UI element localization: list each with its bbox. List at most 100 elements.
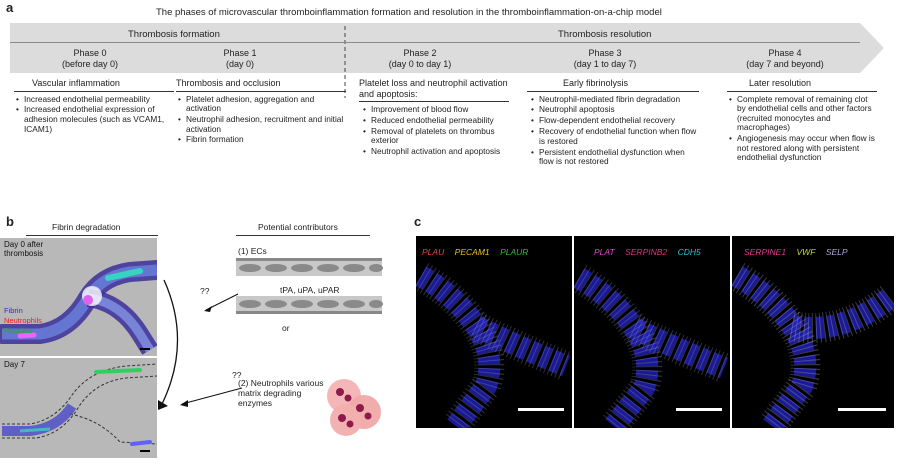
phase-time: (day 1 to day 7): [573, 59, 637, 69]
gene-label: PLAU: [422, 247, 445, 257]
phase-time: (day 0 to day 1): [388, 59, 452, 69]
microscopy-c3: SERPINE1 VWF SELP: [732, 236, 894, 428]
gene-label: PLAT: [594, 247, 615, 257]
enzymes-label: tPA, uPA, uPAR: [278, 285, 342, 295]
gene-label: VWF: [796, 247, 816, 257]
band-divider: [10, 42, 860, 43]
phase-items: Neutrophil-mediated fibrin degradation N…: [527, 94, 699, 167]
legend-fibrin: Fibrin: [4, 306, 23, 315]
list-item: Increased endothelial permeability: [16, 94, 174, 105]
phase-items: Improvement of blood flow Reduced endoth…: [359, 104, 509, 157]
phase-name: Phase 0: [73, 48, 107, 58]
gene-label: CDH5: [677, 247, 701, 257]
contrib-arrows: [180, 293, 243, 407]
question-mark-1: ??: [200, 286, 210, 296]
band-thrombosis-formation: Thrombosis formation: [128, 29, 220, 40]
vessel-day7-svg: [2, 363, 158, 452]
phase-3-header: Phase 3 (day 1 to day 7): [545, 48, 665, 70]
img-day7-title: Day 7: [4, 360, 25, 369]
phase-2-header: Phase 2 (day 0 to day 1): [360, 48, 480, 70]
phase-items: Increased endothelial permeability Incre…: [14, 94, 174, 135]
gene-label: SERPINE1: [744, 247, 787, 257]
phase-3-column: Early fibrinolysis Neutrophil-mediated f…: [527, 78, 699, 168]
phase-time: (day 7 and beyond): [746, 59, 824, 69]
gene-labels: PLAU PECAM1 PLAUR: [422, 242, 528, 260]
microscopy-c1: PLAU PECAM1 PLAUR: [416, 236, 572, 428]
phase-name: Phase 1: [223, 48, 257, 58]
vessel-pattern-2: [574, 264, 730, 428]
timeline-arrow: [10, 23, 884, 98]
phase-heading: Later resolution: [749, 78, 812, 88]
question-mark-2: ??: [232, 370, 242, 380]
phase-time: (before day 0): [61, 59, 119, 69]
list-item: Complete removal of remaining clot by en…: [729, 94, 877, 133]
band-thrombosis-resolution: Thrombosis resolution: [558, 29, 652, 40]
microscopy-c2: PLAT SERPINB2 CDH5: [574, 236, 730, 428]
rule: [176, 90, 346, 92]
phase-name: Phase 4: [768, 48, 802, 58]
gene-label: SELP: [825, 247, 848, 257]
vessel-pattern-1: [416, 262, 572, 428]
gene-labels: PLAT SERPINB2 CDH5: [594, 242, 701, 260]
rule: [26, 235, 158, 236]
phase-4-column: Later resolution Complete removal of rem…: [727, 78, 877, 164]
progression-arrow: [158, 279, 179, 410]
list-item: Improvement of blood flow: [363, 104, 509, 115]
gene-label: SERPINB2: [625, 247, 668, 257]
rule: [236, 235, 370, 236]
img-day0-title: Day 0 after thrombosis: [4, 240, 44, 258]
phase-items: Complete removal of remaining clot by en…: [727, 94, 877, 163]
phase-2-column: Platelet loss and neutrophil activation …: [359, 78, 509, 158]
panel-a-title: The phases of microvascular thromboinfla…: [156, 7, 662, 18]
phase-1-column: Thrombosis and occlusion Platelet adhesi…: [176, 78, 346, 146]
rule: [527, 90, 699, 92]
legend-neutrophils: Neutrophils: [4, 316, 42, 325]
or-label: or: [282, 323, 290, 333]
list-item: Persistent endothelial dysfunction when …: [531, 147, 699, 167]
contrib-ecs-label: (1) ECs: [238, 246, 267, 256]
panel-c-label: c: [414, 214, 422, 229]
phase-0-column: Vascular inflammation Increased endothel…: [14, 78, 174, 135]
list-item: Reduced endothelial permeability: [363, 115, 509, 126]
list-item: Removal of platelets on thrombus exterio…: [363, 126, 509, 146]
phase-0-header: Phase 0 (before day 0): [30, 48, 150, 70]
list-item: Recovery of endothelial function when fl…: [531, 126, 699, 146]
phase-1-header: Phase 1 (day 0): [180, 48, 300, 70]
phase-4-header: Phase 4 (day 7 and beyond): [715, 48, 855, 70]
panel-a-label: a: [6, 0, 14, 15]
legend-platelets: Platelets: [4, 326, 33, 335]
phase-heading: Platelet loss and neutrophil activation …: [359, 78, 508, 99]
gene-label: PECAM1: [454, 247, 490, 257]
list-item: Increased endothelial expression of adhe…: [16, 105, 174, 134]
phase-name: Phase 3: [588, 48, 622, 58]
rule: [727, 90, 877, 92]
rule: [14, 90, 174, 92]
potential-contributors-heading: Potential contributors: [258, 222, 338, 232]
list-item: Platelet adhesion, aggregation and activ…: [178, 94, 346, 114]
list-item: Neutrophil apoptosis: [531, 105, 699, 115]
phase-heading: Vascular inflammation: [32, 78, 120, 88]
vessel-pattern-3: [732, 262, 894, 428]
list-item: Fibrin formation: [178, 135, 346, 145]
phase-time: (day 0): [225, 59, 254, 69]
list-item: Neutrophil-mediated fibrin degradation: [531, 94, 699, 105]
panel-b-label: b: [6, 214, 14, 229]
list-item: Angiogenesis may occur when flow is not …: [729, 133, 877, 163]
gene-labels: SERPINE1 VWF SELP: [744, 242, 848, 260]
phase-heading: Thrombosis and occlusion: [176, 78, 281, 88]
phase-name: Phase 2: [403, 48, 437, 58]
rule: [359, 101, 509, 102]
phase-items: Platelet adhesion, aggregation and activ…: [176, 94, 346, 146]
microscopy-day0: Day 0 after thrombosis Fibrin Neutrophil…: [0, 238, 167, 356]
list-item: Neutrophil activation and apoptosis: [363, 147, 509, 157]
gene-label: PLAUR: [500, 247, 529, 257]
neutrophil-illustration: [327, 379, 381, 436]
contrib-neutrophils-label: (2) Neutrophils various matrix degrading…: [238, 378, 324, 408]
vessel-day0-svg: [0, 260, 167, 355]
ec-channel-illustration: [236, 258, 383, 314]
list-item: Flow-dependent endothelial recovery: [531, 116, 699, 126]
fibrin-degradation-heading: Fibrin degradation: [52, 222, 121, 232]
list-item: Neutrophil adhesion, recruitment and ini…: [178, 114, 346, 134]
microscopy-day7: Day 7: [0, 358, 158, 458]
phase-heading: Early fibrinolysis: [563, 78, 629, 88]
